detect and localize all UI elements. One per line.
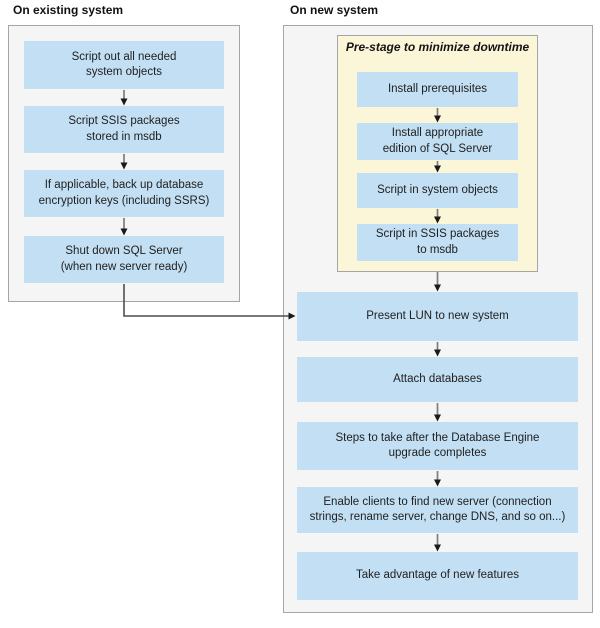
step-line: to msdb xyxy=(417,243,458,256)
prestage-title: Pre-stage to minimize downtime xyxy=(345,40,530,54)
existing-system-header: On existing system xyxy=(13,3,124,17)
step-box-install-edition: Install appropriate edition of SQL Serve… xyxy=(357,123,518,160)
step-line: stored in msdb xyxy=(86,130,162,143)
step-box-attach-databases: Attach databases xyxy=(297,357,578,402)
step-box-backup-keys: If applicable, back up database encrypti… xyxy=(24,170,224,217)
step-line: Enable clients to find new server (conne… xyxy=(323,495,552,508)
step-line: system objects xyxy=(85,66,163,78)
step-line: Script in SSIS packages xyxy=(375,228,500,241)
step-line: upgrade completes xyxy=(388,447,487,459)
step-line: Steps to take after the Database Engine xyxy=(335,431,540,444)
step-line: Install prerequisites xyxy=(387,82,488,95)
step-line: Install appropriate xyxy=(391,127,484,140)
step-box-post-upgrade-steps: Steps to take after the Database Engine … xyxy=(297,422,578,470)
step-line: edition of SQL Server xyxy=(382,142,493,155)
step-box-new-features: Take advantage of new features xyxy=(297,552,578,600)
step-line: Script in system objects xyxy=(377,183,498,196)
step-line: Present LUN to new system xyxy=(366,309,509,322)
step-line: (when new server ready) xyxy=(60,260,188,273)
step-box-script-in-objects: Script in system objects xyxy=(357,173,518,208)
step-line: strings, rename server, change DNS, and … xyxy=(309,511,566,523)
step-box-script-in-ssis: Script in SSIS packages to msdb xyxy=(357,224,518,261)
step-line: Take advantage of new features xyxy=(355,569,520,582)
step-line: If applicable, back up database xyxy=(44,179,204,192)
step-line: Shut down SQL Server xyxy=(65,245,183,258)
step-box-enable-clients: Enable clients to find new server (conne… xyxy=(297,487,578,533)
step-line: Attach databases xyxy=(393,372,482,385)
new-system-header: On new system xyxy=(290,3,379,17)
step-box-script-ssis: Script SSIS packages stored in msdb xyxy=(24,106,224,153)
step-line: Script SSIS packages xyxy=(68,115,180,128)
step-line: encryption keys (including SSRS) xyxy=(38,194,210,207)
step-box-present-lun: Present LUN to new system xyxy=(297,292,578,341)
step-box-install-prereqs: Install prerequisites xyxy=(357,72,518,107)
step-box-shut-down: Shut down SQL Server (when new server re… xyxy=(24,236,224,283)
step-line: Script out all needed xyxy=(71,50,177,63)
step-box-script-out-objects: Script out all needed system objects xyxy=(24,41,224,89)
